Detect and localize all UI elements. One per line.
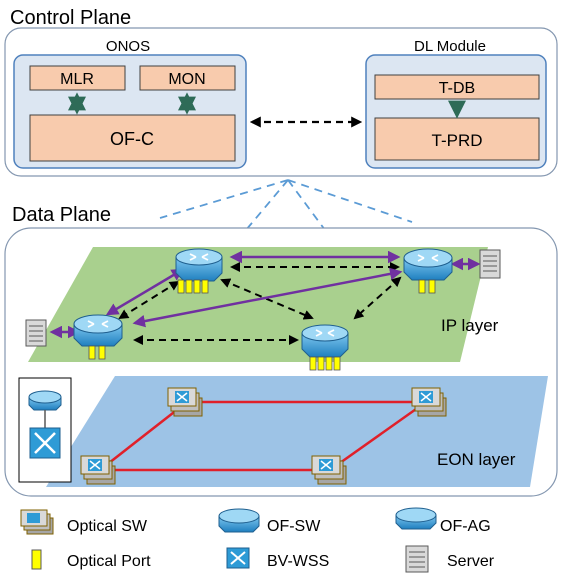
dl-module-title: DL Module [414,38,486,55]
control-data-links [159,179,413,231]
ofc-label: OF-C [110,129,154,149]
bv-wss-icon [226,547,250,569]
legend: Optical SW OF-SW OF-AG Optical Port BV-W… [20,507,495,573]
eon-links [99,400,427,472]
mon-module [139,65,236,91]
of-ag-icon [395,507,437,530]
legend-of-sw: OF-SW [267,518,321,535]
server-icon [25,319,47,347]
tprd-label: T-PRD [432,131,483,150]
ip-data-links [49,250,481,339]
of-ag-icon [28,390,62,411]
bv-wss-icon [29,427,61,459]
mlr-label: MLR [60,71,94,88]
control-plane-title: Control Plane [10,7,131,29]
tdb-module [374,74,540,100]
onos-title: ONOS [106,38,150,55]
eon-layer-label: EON layer [437,450,516,469]
ip-layer-label: IP layer [441,316,499,335]
tprd-module [374,117,540,161]
server-icon [479,249,501,279]
of-sw-icon [218,508,260,533]
optical-sw-icon [167,387,203,417]
optical-sw-icon [411,387,447,417]
of-ag-icon [73,314,123,360]
mon-label: MON [168,71,205,88]
mlr-module [29,65,126,91]
of-sw-icon [175,248,223,294]
data-plane-title: Data Plane [12,204,111,226]
legend-optical-sw: Optical SW [67,518,148,535]
server-icon [405,545,429,573]
optical-sw-icon [311,455,347,485]
legend-bv-wss: BV-WSS [267,553,329,570]
tdb-label: T-DB [439,80,475,97]
legend-of-ag: OF-AG [440,518,491,535]
optical-port-icon [31,549,42,570]
optical-sw-icon [80,455,116,485]
legend-optical-port: Optical Port [67,553,151,570]
legend-server: Server [447,553,495,570]
ofc-module [29,114,236,162]
of-ag-icon [403,248,453,294]
optical-sw-icon [20,509,54,535]
of-sw-icon [301,324,349,371]
